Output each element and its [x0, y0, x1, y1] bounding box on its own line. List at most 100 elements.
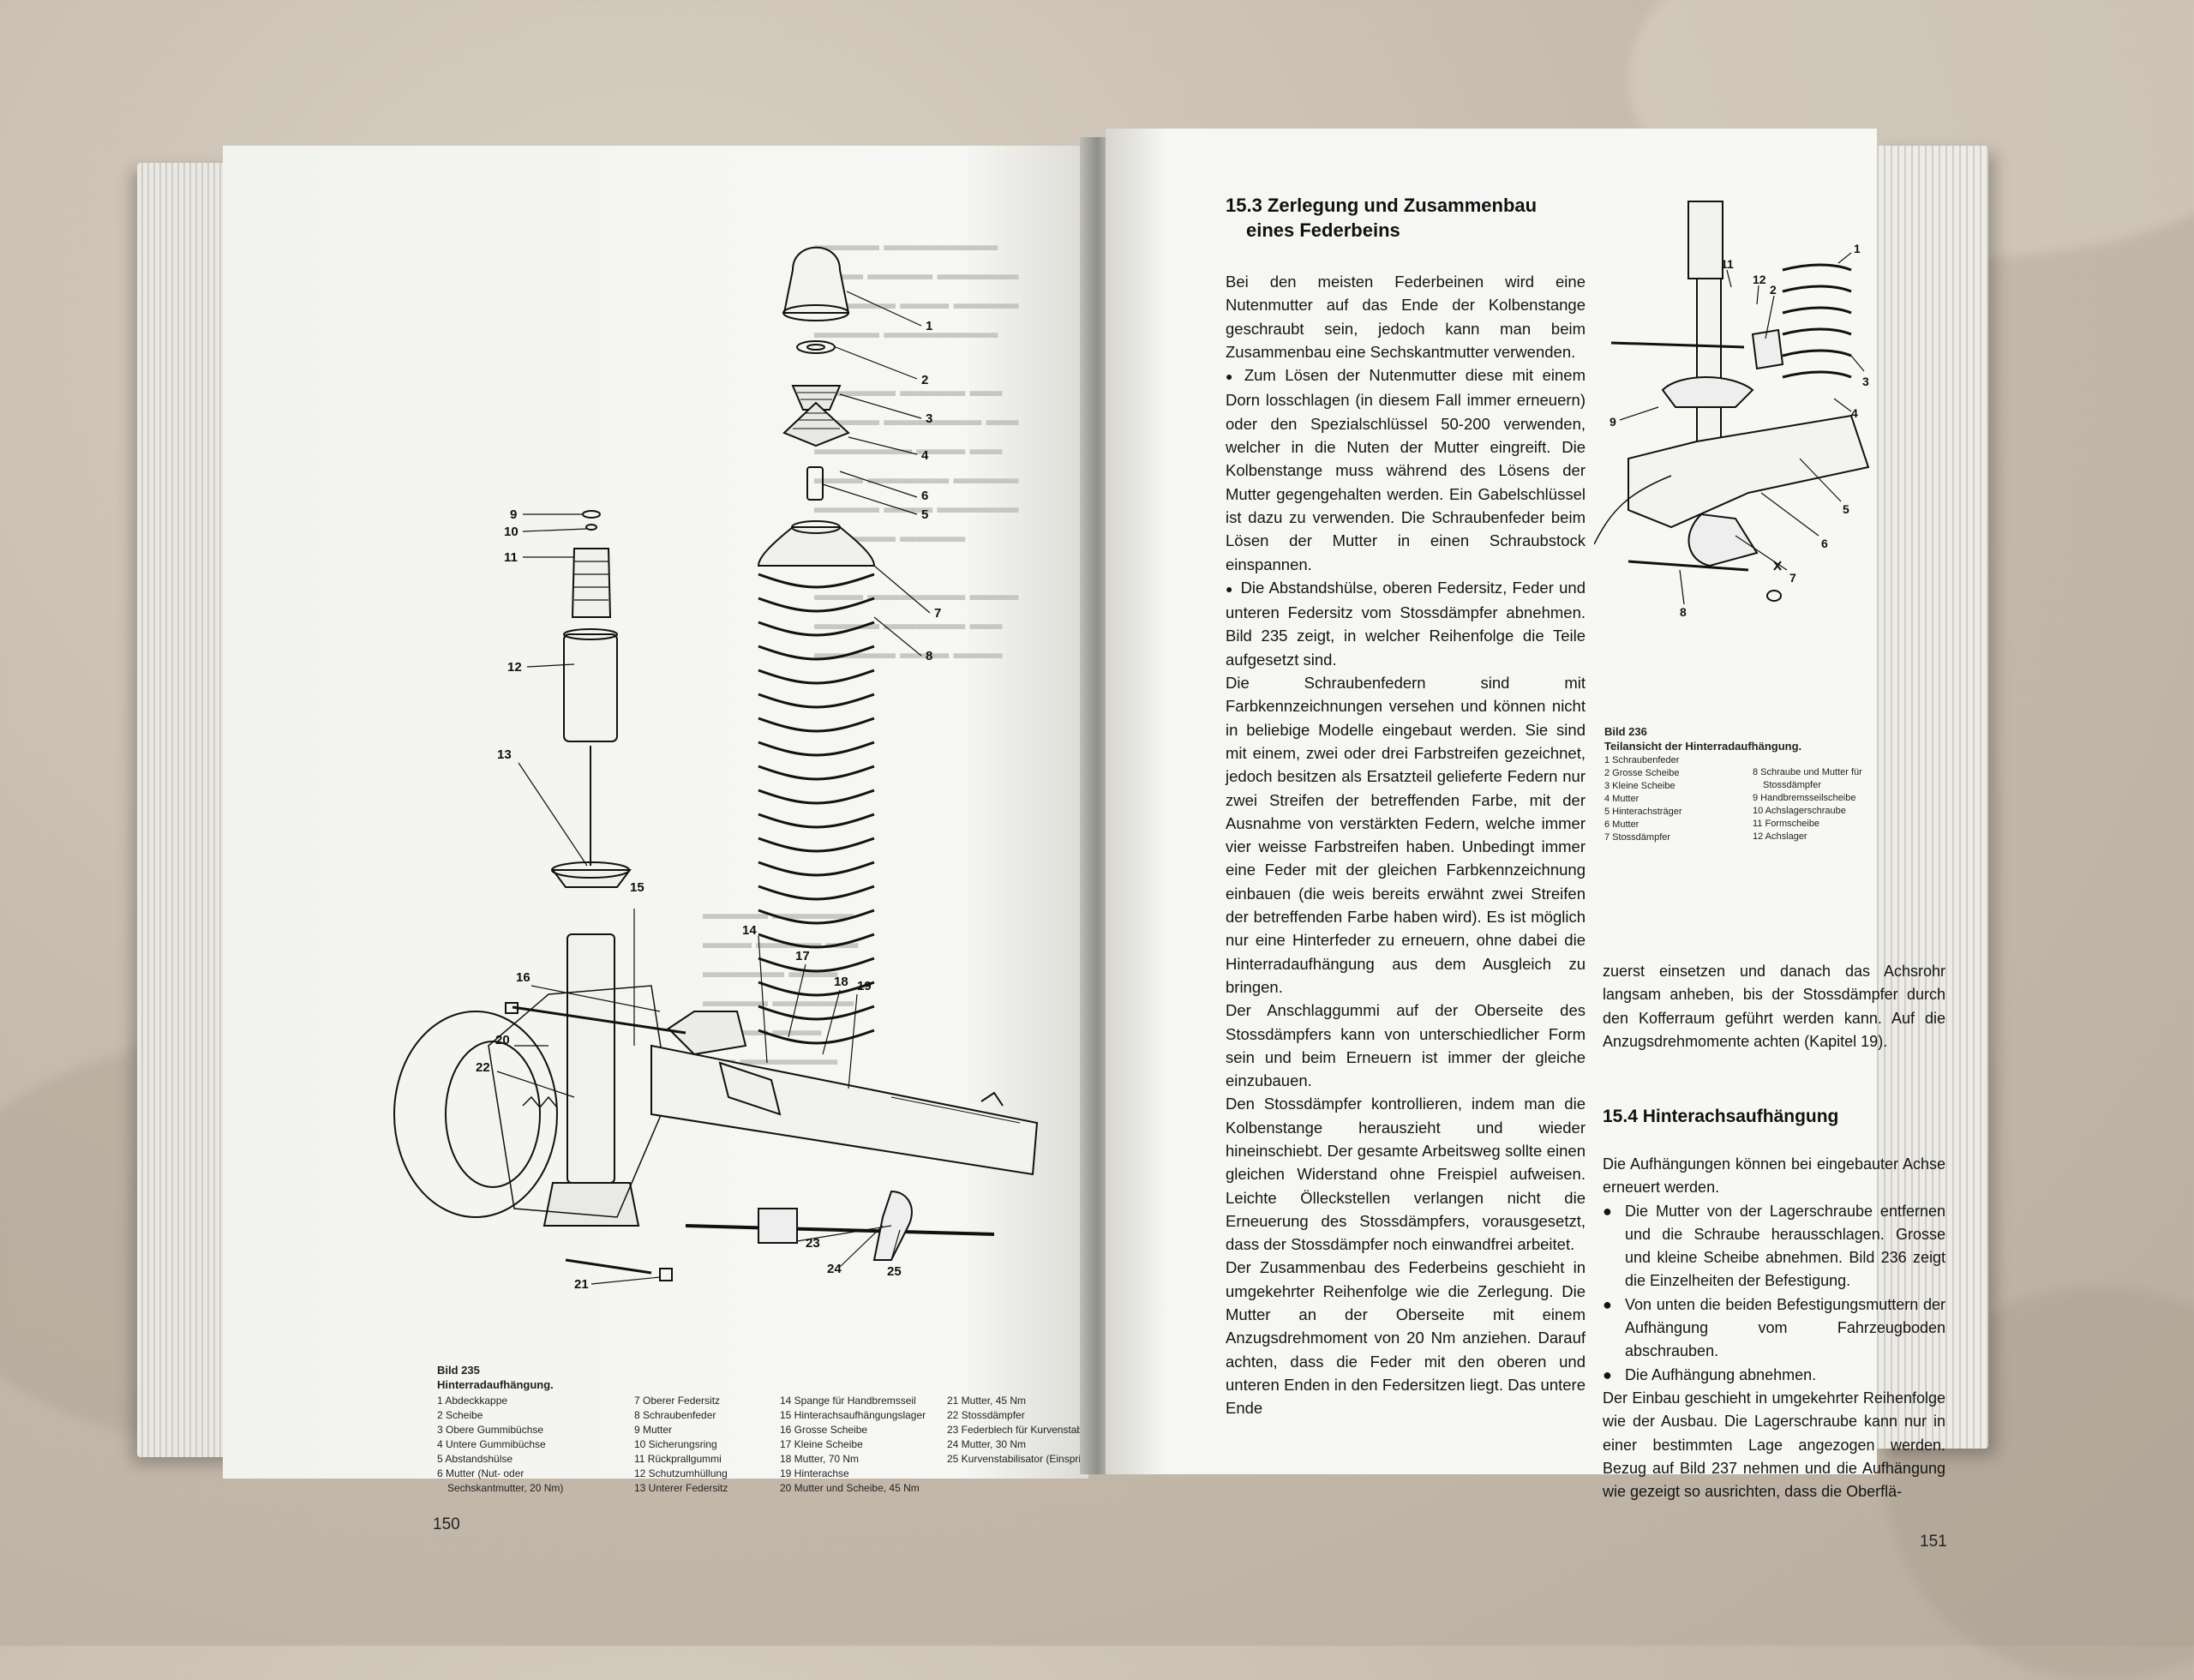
- figure-label: 10: [504, 525, 519, 539]
- parts-item: 6 Mutter (Nut- oder: [437, 1467, 525, 1479]
- parts-item: 12 Schutzumhüllung: [634, 1467, 728, 1479]
- parts-item: 9 Mutter: [634, 1424, 673, 1436]
- parts-list-col1: 1 Abdeckkappe 2 Scheibe 3 Obere Gummibüc…: [437, 1394, 563, 1496]
- parts-item: 24 Mutter, 30 Nm: [947, 1438, 1027, 1450]
- parts-item: 5 Hinterachsträger: [1604, 807, 1682, 817]
- paragraph: Der Einbau geschieht in umgekehrter Reih…: [1603, 1389, 1945, 1501]
- figure-label: 20: [495, 1033, 510, 1047]
- parts-item: Sechskantmutter, 20 Nm): [447, 1482, 564, 1494]
- figure-label: 8: [926, 649, 932, 663]
- parts-list-col2: 8 Schraube und Mutter für Stossdämpfer 9…: [1753, 766, 1862, 843]
- parts-item: 12 Achslager: [1753, 831, 1807, 842]
- bullet-item: ●Die Aufhängung abnehmen.: [1603, 1365, 1817, 1383]
- parts-item: 8 Schraube und Mutter für: [1753, 767, 1862, 777]
- parts-item: 3 Kleine Scheibe: [1604, 781, 1675, 791]
- caption-head: Bild 235: [437, 1364, 480, 1377]
- figure-label: 25: [887, 1264, 902, 1279]
- paragraph: Der Zusammenbau des Federbeins geschieht…: [1226, 1258, 1586, 1418]
- figure-label: 19: [857, 979, 872, 993]
- parts-item: 3 Obere Gummibüchse: [437, 1424, 544, 1436]
- figure-label: 2: [921, 373, 928, 387]
- figure-label: 13: [497, 747, 512, 762]
- figure-label: 16: [516, 970, 531, 985]
- figure-label: 12: [507, 660, 522, 675]
- figure-label: 3: [1862, 375, 1869, 388]
- parts-item: 11 Rückprallgummi: [634, 1453, 722, 1465]
- figure-label: 9: [1610, 415, 1616, 429]
- parts-item: 7 Oberer Federsitz: [634, 1395, 721, 1407]
- figure-label: 7: [1789, 571, 1796, 585]
- parts-item: 5 Abstandshülse: [437, 1453, 513, 1465]
- parts-item: 17 Kleine Scheibe: [780, 1438, 863, 1450]
- right-page: 15.3 Zerlegung und Zusammenbau eines Fed…: [1106, 129, 1947, 1551]
- page-stack-right: [1877, 146, 1988, 1449]
- parts-item: 10 Achslagerschraube: [1753, 806, 1846, 816]
- text-column-2: zuerst einsetzen und danach das Achsrohr…: [1603, 960, 1945, 1053]
- paragraph: Zum Lösen der Nutenmutter diese mit eine…: [1226, 363, 1586, 576]
- section-title: 15.3 Zerlegung und Zusammenbau eines Fed…: [1226, 193, 1537, 243]
- parts-item: 1 Schraubenfeder: [1604, 755, 1680, 765]
- figure-label: 11: [1721, 257, 1734, 271]
- text-column-1: Bei den meisten Federbeinen wird eine Nu…: [1226, 270, 1586, 1420]
- figure-label: 5: [1843, 502, 1849, 516]
- figure-label: 4: [1851, 406, 1858, 420]
- section-title-line: eines Federbeins: [1246, 219, 1400, 241]
- figure-label: 8: [1680, 605, 1687, 619]
- parts-item: 4 Mutter: [1604, 794, 1640, 804]
- page-number: 150: [433, 1515, 460, 1533]
- paragraph: Die Abstandshülse, oberen Federsitz, Fed…: [1226, 576, 1586, 671]
- caption-head: Bild 236: [1604, 725, 1647, 738]
- parts-list-col4: 21 Mutter, 45 Nm 22 Stossdämpfer 23 Fede…: [947, 1394, 1112, 1467]
- parts-item: 20 Mutter und Scheibe, 45 Nm: [780, 1482, 920, 1494]
- parts-item: 11 Formscheibe: [1753, 819, 1820, 829]
- figure-label: 4: [921, 448, 929, 463]
- left-page: ▬▬▬▬ ▬▬▬▬▬▬▬▬▬▬ ▬▬▬▬ ▬▬▬▬▬▬▬▬▬▬ ▬▬▬ ▬▬▬▬…: [223, 146, 1112, 1533]
- parts-item: 8 Schraubenfeder: [634, 1409, 716, 1421]
- figure-label: 6: [1821, 537, 1828, 550]
- parts-item: 15 Hinterachsaufhängungslager: [780, 1409, 926, 1421]
- figure-label: 14: [742, 923, 757, 938]
- figure-label: 3: [926, 411, 932, 426]
- page-number: 151: [1920, 1533, 1947, 1551]
- parts-item: 2 Scheibe: [437, 1409, 483, 1421]
- parts-item: 7 Stossdämpfer: [1604, 832, 1671, 843]
- parts-list-col3: 14 Spange für Handbremsseil 15 Hinterach…: [780, 1394, 926, 1496]
- caption-title: Teilansicht der Hinterradaufhängung.: [1604, 740, 1802, 753]
- section-title: 15.4 Hinterachsaufhängung: [1603, 1107, 1839, 1126]
- paragraph: Den Stossdämpfer kontrollieren, indem ma…: [1226, 1095, 1586, 1254]
- parts-item: 16 Grosse Scheibe: [780, 1424, 868, 1436]
- figure-label: 2: [1770, 283, 1777, 297]
- parts-item: Stossdämpfer: [1763, 780, 1821, 790]
- section-title-line: 15.3 Zerlegung und Zusammenbau: [1226, 195, 1538, 216]
- figure-label: 7: [934, 606, 941, 621]
- paragraph: Bei den meisten Federbeinen wird eine Nu…: [1226, 273, 1586, 361]
- caption-title: Hinterradaufhängung.: [437, 1378, 554, 1391]
- figure-label: 11: [504, 550, 518, 565]
- figure-label: 17: [795, 949, 810, 963]
- parts-item: 21 Mutter, 45 Nm: [947, 1395, 1027, 1407]
- parts-item: 23 Federblech für Kurvenstabilisator: [947, 1424, 1112, 1436]
- bullet-item: ●Die Mutter von der Lagerschraube entfer…: [1603, 1202, 1945, 1290]
- paragraph: Die Aufhängungen können bei eingebauter …: [1603, 1155, 1945, 1197]
- paragraph: Die Schraubenfedern sind mit Farbkennzei…: [1226, 674, 1586, 996]
- parts-item: 4 Untere Gummibüchse: [437, 1438, 546, 1450]
- paragraph: Der Anschlaggummi auf der Oberseite des …: [1226, 1001, 1586, 1090]
- figure-label: 12: [1753, 273, 1766, 286]
- bleed-through-text: ▬▬▬▬ ▬▬▬▬▬▬▬▬▬▬ ▬▬▬▬ ▬▬▬▬▬▬▬▬▬▬ ▬▬▬ ▬▬▬▬…: [814, 237, 1019, 663]
- parts-item: 14 Spange für Handbremsseil: [780, 1395, 916, 1407]
- parts-list-col1: 1 Schraubenfeder 2 Grosse Scheibe 3 Klei…: [1604, 754, 1682, 844]
- suspension-detail-drawing: 1 2 3 4 5 6 7 8 9 11 12: [1594, 201, 1870, 619]
- figure-label: 1: [926, 319, 932, 333]
- parts-item: 1 Abdeckkappe: [437, 1395, 508, 1407]
- figure-caption: Bild 235 Hinterradaufhängung.: [437, 1363, 554, 1392]
- figure-label: 21: [574, 1277, 589, 1292]
- figure-label: 15: [630, 880, 644, 895]
- figure-label: 5: [921, 507, 928, 522]
- figure-caption: Bild 236 Teilansicht der Hinterradaufhän…: [1604, 724, 1801, 753]
- parts-item: 9 Handbremsseilscheibe: [1753, 793, 1856, 803]
- parts-item: 6 Mutter: [1604, 819, 1640, 830]
- parts-list-col2: 7 Oberer Federsitz 8 Schraubenfeder 9 Mu…: [634, 1394, 728, 1496]
- paragraph: zuerst einsetzen und danach das Achsrohr…: [1603, 963, 1945, 1050]
- figure-label: 1: [1854, 242, 1861, 255]
- parts-item: 19 Hinterachse: [780, 1467, 849, 1479]
